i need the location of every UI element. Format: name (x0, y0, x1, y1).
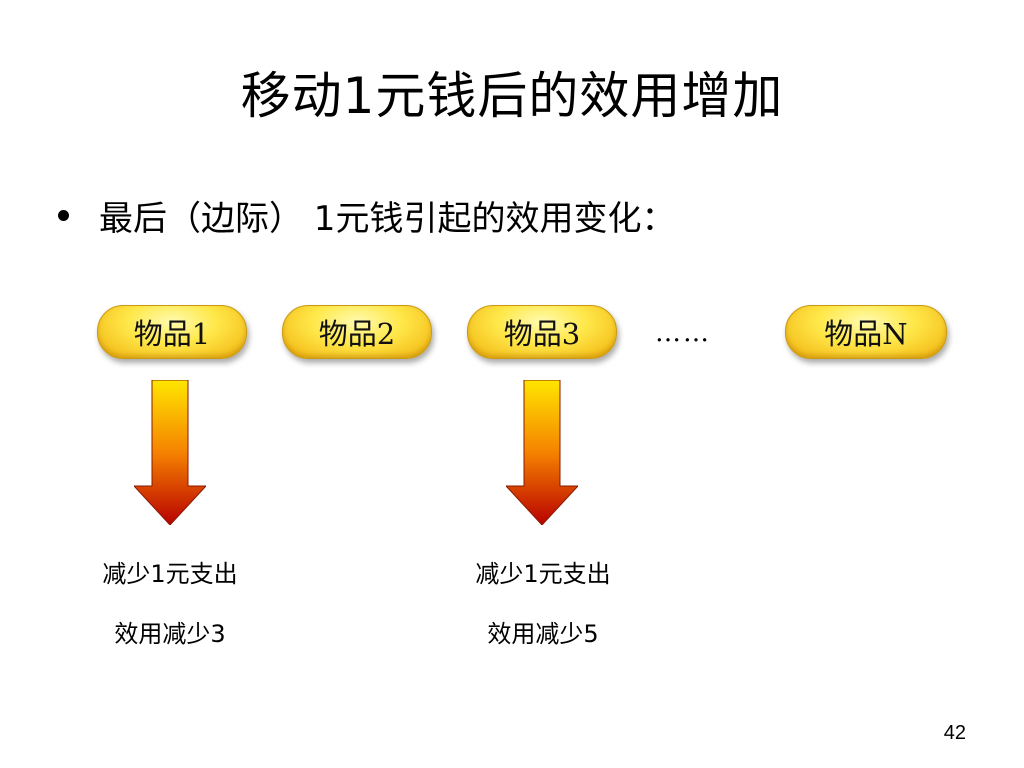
arrow-down-icon (134, 380, 206, 525)
caption-1-line1: 减少1元支出 (102, 560, 238, 588)
page-number: 42 (943, 722, 966, 744)
arrow-down-icon (506, 380, 578, 525)
bullet-text: 最后（边际） 1元钱引起的效用变化： (99, 198, 676, 239)
item-1-pill[interactable]: 物品1 (97, 305, 247, 359)
caption-2-line2: 效用减少5 (487, 620, 599, 648)
item-n-pill[interactable]: 物品N (785, 305, 947, 359)
bullet-dot-icon (58, 209, 69, 221)
caption-1-line2: 效用减少3 (114, 620, 226, 648)
bullet-item: 最后（边际） 1元钱引起的效用变化： (58, 188, 675, 242)
item-2-pill[interactable]: 物品2 (282, 305, 432, 359)
item-3-pill[interactable]: 物品3 (467, 305, 617, 359)
more-items-ellipsis: …… (655, 318, 711, 348)
caption-2-line1: 减少1元支出 (475, 560, 611, 588)
slide-title: 移动1元钱后的效用增加 (240, 67, 784, 125)
